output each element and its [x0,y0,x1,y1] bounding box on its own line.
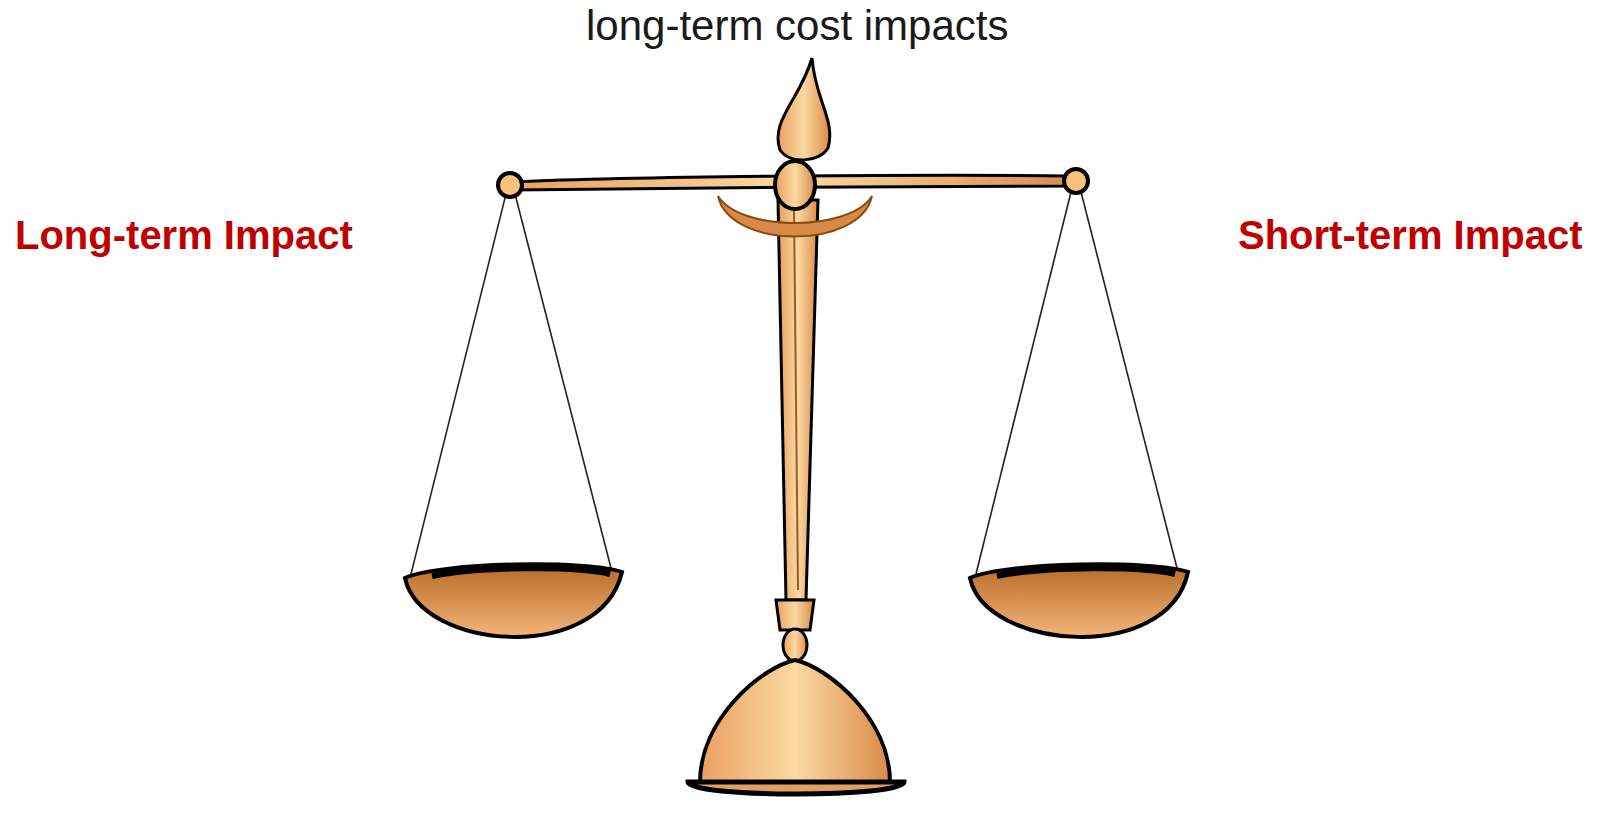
diagram-title: long-term cost impacts [586,2,1008,50]
pan-label: Long-term Impact [15,213,353,258]
pan-label: Short-term Impact [1238,213,1583,258]
